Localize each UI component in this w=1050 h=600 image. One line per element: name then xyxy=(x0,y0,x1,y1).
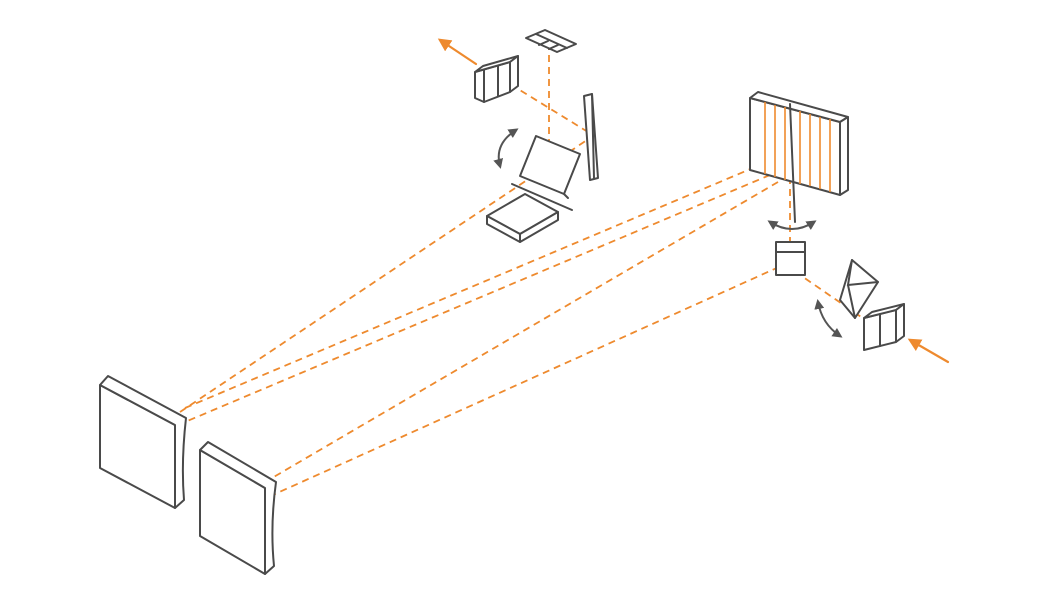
rotating-plate-edge xyxy=(563,193,569,199)
curved-double-arrow-icon xyxy=(493,128,519,169)
input-lens-mount xyxy=(863,303,905,351)
input-prism xyxy=(839,259,879,319)
beam-front-mirror-to-upper-optics xyxy=(179,137,591,413)
back-concave-mirror xyxy=(199,441,277,575)
fold-mirror-body xyxy=(775,241,806,276)
mirror-edge xyxy=(199,441,277,575)
upper-beam-splitter-assembly xyxy=(486,93,599,243)
mount-side xyxy=(895,303,905,343)
beam-paths xyxy=(179,38,881,495)
curved-double-arrow-icon xyxy=(767,220,817,230)
prism-edge xyxy=(847,284,856,319)
beam-grating-to-back-mirror xyxy=(271,181,779,479)
curved-double-arrow-icon xyxy=(814,299,843,338)
tall-thin-mirror-edge xyxy=(591,93,595,179)
output-lens-mount xyxy=(474,55,519,103)
fold-mirror xyxy=(775,241,806,276)
detector-strip xyxy=(525,29,577,53)
beam-grating-to-front-mirror-a xyxy=(184,174,771,423)
grating-rotation-axis xyxy=(789,103,796,223)
arrow-icon xyxy=(437,38,478,66)
arrow-icon xyxy=(907,338,950,364)
front-concave-mirror xyxy=(99,375,187,509)
tall-thin-mirror xyxy=(583,93,599,181)
rotating-plate xyxy=(519,135,581,195)
grating-side xyxy=(839,116,849,196)
detector-cell-divider xyxy=(548,44,559,50)
plate-divider xyxy=(511,183,573,211)
mirror-edge xyxy=(99,375,187,509)
prism-body xyxy=(839,259,879,319)
diffraction-grating xyxy=(749,91,849,223)
detector-cell-divider xyxy=(538,40,549,46)
mount-side xyxy=(509,55,519,93)
base-block-front xyxy=(519,211,559,243)
beam-mirror-to-back-mirror xyxy=(274,261,791,495)
beam-front-mirror-to-grating xyxy=(184,164,761,409)
detector-cell-divider xyxy=(535,33,568,49)
